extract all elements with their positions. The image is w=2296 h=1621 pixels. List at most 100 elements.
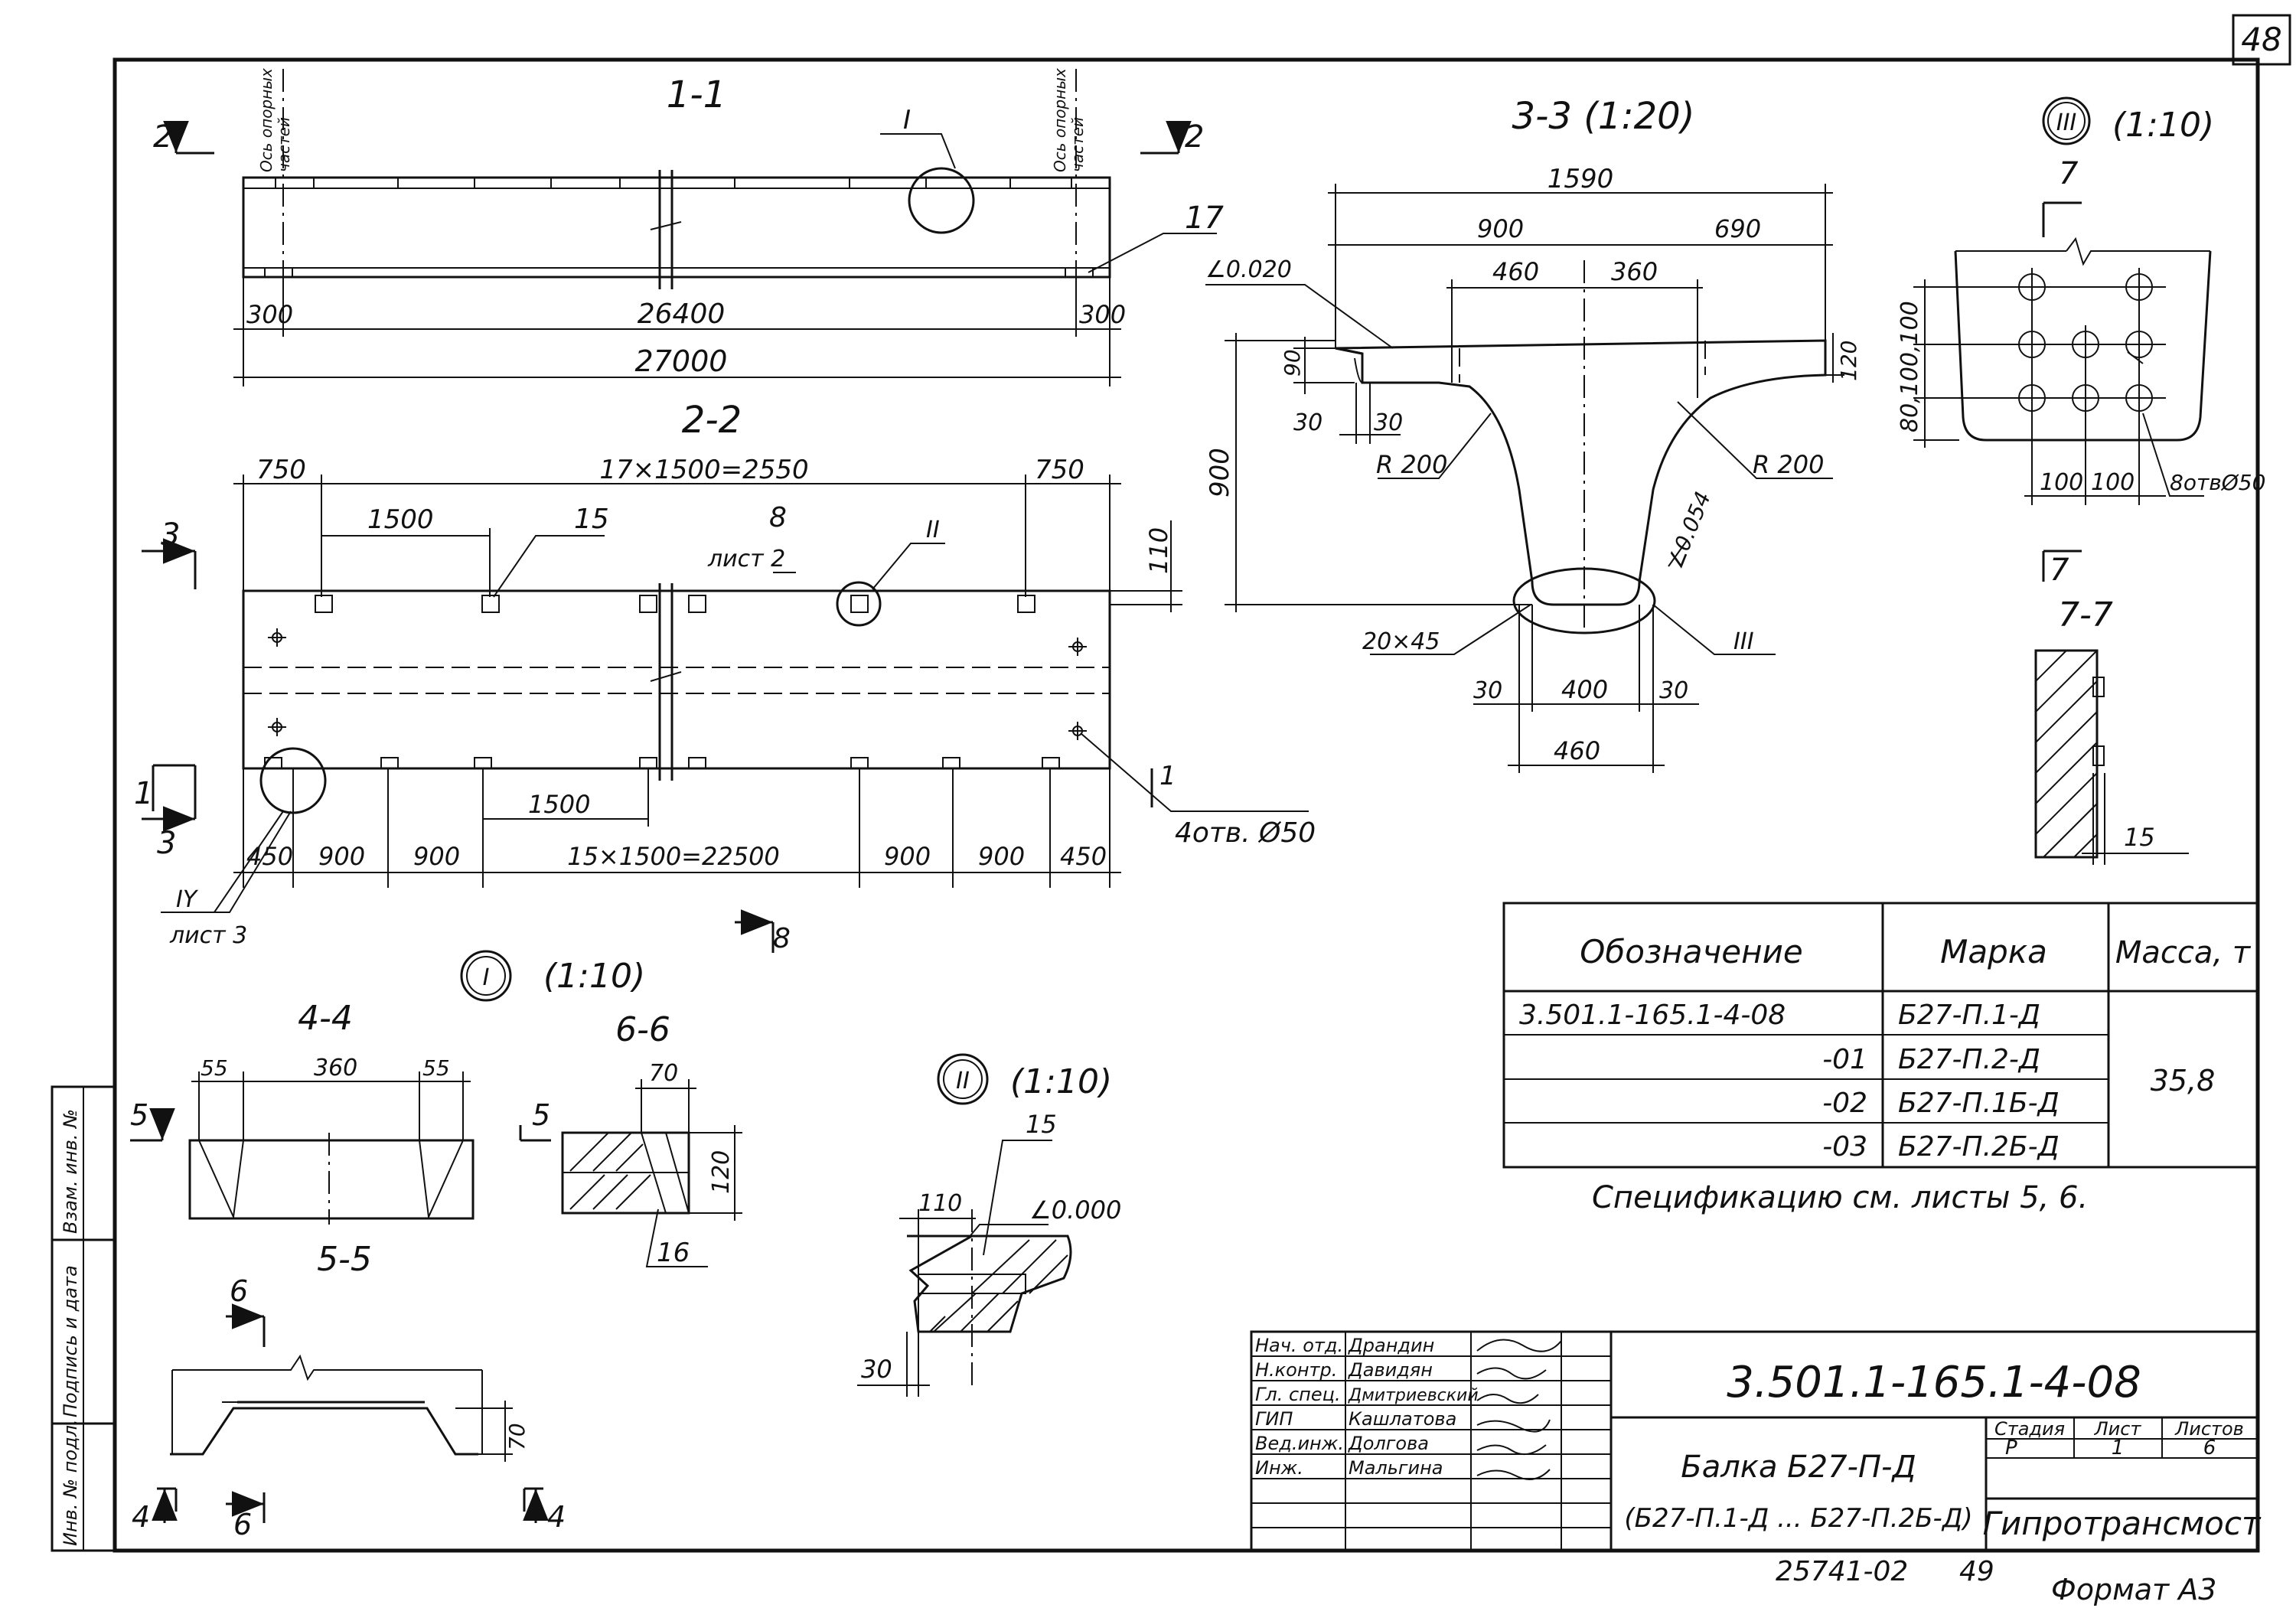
spec-header-mass: Масса, т (2115, 935, 2252, 970)
detail-II-scale: (1:10) (1010, 1062, 1112, 1101)
dim-750-left: 750 (256, 455, 306, 485)
dim-80-100-100: 80,100,100 (1896, 301, 1923, 432)
detail-I (460, 950, 512, 1002)
dim-900-flange: 900 (1477, 214, 1524, 243)
spec-row-mark: Б27-П.2-Д (1898, 1044, 2040, 1075)
format-label: Формат А3 (2051, 1573, 2216, 1606)
view-3-3-title: 3-3 (1:20) (1512, 95, 1695, 138)
callout-IV: IY (176, 886, 199, 913)
view-1-1-title: 1-1 (667, 73, 726, 116)
tb-name: Давидян (1348, 1359, 1433, 1381)
spec-row-mark: Б27-П.2Б-Д (1898, 1131, 2060, 1163)
axis-note-right-1: Ось опорных (1051, 68, 1069, 172)
spec-header-designation: Обозначение (1580, 933, 1802, 970)
tb-role: Н.контр. (1255, 1359, 1337, 1381)
dim-1500-top: 1500 (367, 504, 434, 535)
cut-5-right: 5 (532, 1098, 550, 1132)
dim-750-right: 750 (1035, 455, 1084, 485)
cut-6-bottom: 6 (233, 1508, 252, 1541)
tb-organization: Гипротрансмост (1983, 1505, 2262, 1542)
callout-III-section: III (1733, 628, 1754, 655)
tb-role: Инж. (1255, 1457, 1303, 1479)
stamp-vzam: Взам. инв. № (60, 1109, 81, 1234)
dim-27000: 27000 (635, 344, 728, 378)
pos-17: 17 (1185, 201, 1224, 236)
ref-8: 8 (769, 502, 787, 533)
tb-name: Драндин (1348, 1335, 1434, 1356)
view-5-5-title: 5-5 (317, 1240, 372, 1279)
tb-name: Кашлатова (1349, 1408, 1456, 1430)
cut-6-top: 6 (230, 1274, 248, 1308)
tb-role: ГИП (1255, 1408, 1293, 1430)
dim-17x1500: 17×1500=2550 (599, 455, 808, 485)
dim-55-right: 55 (422, 1055, 450, 1081)
cut-7-bottom: 7 (2050, 553, 2069, 588)
view-III-scale: (1:10) (2112, 106, 2214, 145)
dim-100-b: 100 (2091, 469, 2135, 496)
pos-16: 16 (657, 1238, 690, 1268)
cut-3-top: 3 (161, 517, 180, 553)
bottom-page: 49 (1959, 1556, 1994, 1587)
dim-15x1500: 15×1500=22500 (567, 842, 780, 871)
cut-4-right: 4 (547, 1500, 566, 1534)
dim-300-left: 300 (246, 300, 293, 329)
cut-1-bottom: 1 (134, 776, 153, 811)
view-6-6 (561, 1079, 742, 1267)
stamp-inv-podl: Инв. № подл. (60, 1419, 81, 1546)
view-4-4 (130, 1071, 551, 1225)
tb-role: Вед.инж. (1255, 1433, 1344, 1454)
view-7-7-title: 7-7 (2058, 595, 2113, 634)
pos-15-detail: 15 (1026, 1110, 1057, 1139)
spec-row-code: 3.501.1-165.1-4-08 (1519, 1000, 1786, 1031)
spec-row-mark: Б27-П.1-Д (1898, 1000, 2040, 1031)
dim-30-a: 30 (1293, 409, 1322, 436)
callout-III-label: III (2056, 109, 2077, 136)
dim-360-detail: 360 (314, 1055, 357, 1081)
dim-30-bottom-right: 30 (1659, 677, 1688, 704)
tb-sheets-header: Листов (2174, 1418, 2244, 1440)
holes-4: 4отв. Ø50 (1175, 817, 1316, 849)
view-2-2 (142, 475, 1309, 953)
radius-left: R 200 (1376, 450, 1447, 479)
dim-900-b: 900 (413, 842, 460, 871)
dim-900-d: 900 (978, 842, 1025, 871)
sheet-frame (113, 14, 2291, 1553)
view-2-2-title: 2-2 (682, 399, 742, 442)
tb-name: Дмитриевский (1348, 1386, 1479, 1405)
callout-IV-sheet: лист 3 (169, 922, 247, 949)
tb-stage-header: Стадия (1994, 1418, 2065, 1440)
dim-70-55: 70 (504, 1423, 530, 1450)
cut-7-top: 7 (2059, 156, 2079, 191)
tb-name: Мальгина (1349, 1457, 1443, 1479)
dim-30-detail: 30 (861, 1355, 892, 1384)
slope-0000: ∠0.000 (1029, 1195, 1121, 1225)
tb-document-code: 3.501.1-165.1-4-08 (1727, 1358, 2141, 1407)
dim-460-bottom: 460 (1554, 736, 1600, 765)
dim-15-section: 15 (2124, 823, 2155, 852)
dim-55-left: 55 (201, 1055, 228, 1081)
spec-row-code: -03 (1822, 1131, 1867, 1163)
tb-sheet-header: Лист (2094, 1418, 2142, 1440)
detail-II-label: II (956, 1068, 970, 1094)
spec-mass-value: 35,8 (2151, 1064, 2216, 1098)
dim-30-bottom-left: 30 (1473, 677, 1502, 704)
dim-900-height: 900 (1205, 448, 1235, 497)
spec-row-mark: Б27-П.1Б-Д (1898, 1088, 2060, 1119)
dim-120-detail: 120 (708, 1150, 735, 1194)
view-4-4-title: 4-4 (298, 999, 353, 1038)
spec-row-code: -02 (1822, 1088, 1867, 1119)
dim-100-a: 100 (2040, 469, 2083, 496)
view-5-5 (152, 1303, 549, 1523)
dim-450-left: 450 (246, 842, 293, 871)
tb-sheet: 1 (2112, 1437, 2125, 1460)
cut-4-left: 4 (132, 1500, 150, 1534)
tb-name-line1: Балка Б27-П-Д (1681, 1450, 1916, 1485)
tb-name: Долгова (1348, 1433, 1429, 1454)
dim-300-right: 300 (1079, 300, 1126, 329)
view-3-3 (1205, 184, 1844, 773)
view-III (1913, 96, 2212, 582)
dim-120-flange: 120 (1836, 341, 1861, 381)
detail-II (857, 1053, 1072, 1397)
cut-8: 8 (773, 923, 791, 954)
dim-70-detail: 70 (649, 1060, 678, 1087)
